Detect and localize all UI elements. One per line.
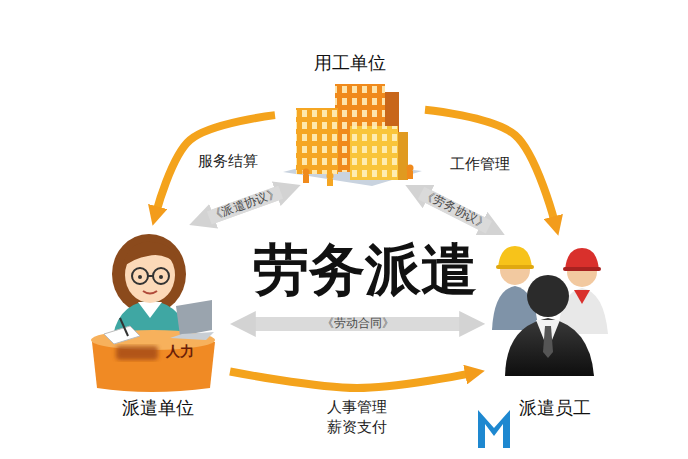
watermark-logo <box>478 410 510 448</box>
workers-icon <box>492 246 608 376</box>
node-label: 派遣员工 <box>519 397 591 419</box>
org-node: 用工单位 <box>275 48 425 185</box>
node-label: 用工单位 <box>314 52 386 74</box>
edge-label: 《劳务协议》 <box>418 187 492 234</box>
edge-label: 工作管理 <box>450 155 510 175</box>
org-node: 派遣单位 <box>85 225 230 423</box>
org-node: 派遣员工 <box>485 235 625 423</box>
node-label: 派遣单位 <box>122 397 194 419</box>
diagram-title: 劳务派遣 <box>253 242 477 298</box>
edge-label: 《劳动合同》 <box>319 317 395 331</box>
agency-woman-icon <box>91 234 215 392</box>
agreement-arrow <box>248 317 467 331</box>
edge-label: 人事管理 薪资支付 <box>324 398 390 437</box>
building-icon <box>283 84 422 186</box>
edge-label: 《派遣协议》 <box>207 186 283 225</box>
desk-label: 人力 <box>166 343 194 361</box>
edge-label: 服务结算 <box>198 152 258 172</box>
flow-arrow <box>230 372 471 388</box>
